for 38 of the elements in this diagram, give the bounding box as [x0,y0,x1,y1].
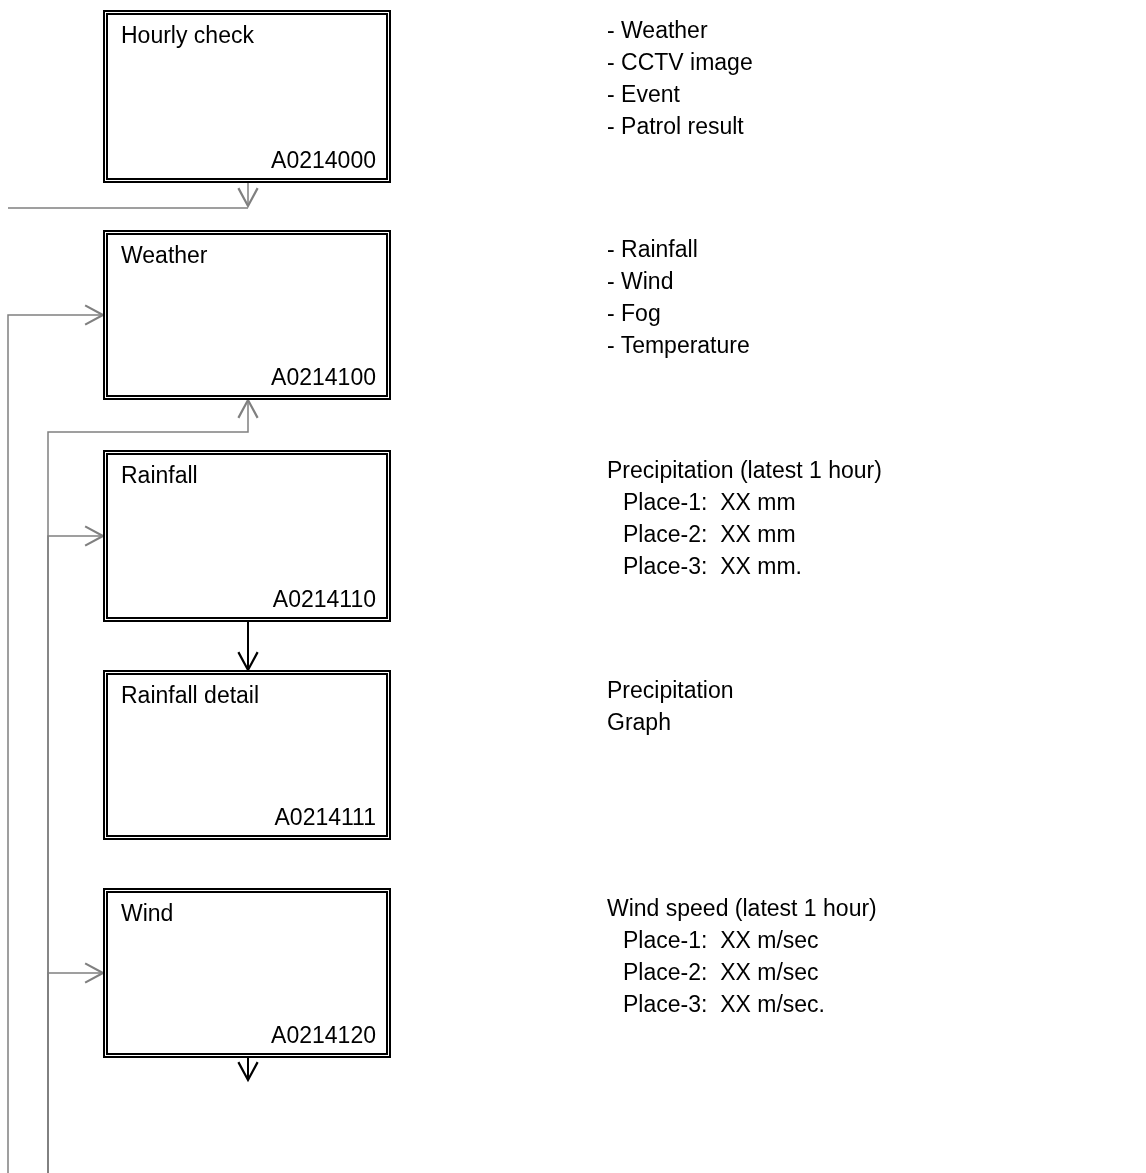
screen-box [103,10,391,183]
note-text: Place-2: XX m/sec [622,958,819,987]
arrow [237,182,259,208]
note-text: - Fog [607,299,661,328]
note-text: Place-1: XX m/sec [622,926,819,955]
arrow [237,621,259,672]
screen-title: Weather [121,241,208,269]
note-text: - Temperature [607,331,750,360]
screen-box [103,670,391,840]
screen-code: A0214000 [271,146,376,174]
note-text: - CCTV image [607,48,753,77]
arrow [237,1057,259,1082]
note-text: - Rainfall [607,235,698,264]
screen-code: A0214111 [274,803,376,831]
arrow [7,207,249,1173]
screen-code: A0214100 [271,363,376,391]
screen-box [103,230,391,400]
note-text: Wind speed (latest 1 hour) [607,894,877,923]
note-text: - Wind [607,267,674,296]
note-text: Place-2: XX mm [622,520,796,549]
screen-title: Rainfall detail [121,681,260,709]
screen-title: Rainfall [121,461,198,489]
arrow [47,962,105,1173]
note-text: - Weather [607,16,708,45]
screen-code: A0214120 [271,1021,376,1049]
note-text: Graph [607,708,671,737]
note-text: - Event [607,80,680,109]
note-text: Place-3: XX mm. [622,552,802,581]
screen-box [103,450,391,622]
note-text: Precipitation (latest 1 hour) [607,456,882,485]
screen-box [103,888,391,1058]
note-text: Place-1: XX mm [622,488,796,517]
note-text: Precipitation [607,676,734,705]
screen-title: Hourly check [121,21,254,49]
note-text: Place-3: XX m/sec. [622,990,825,1019]
screen-title: Wind [121,899,174,927]
note-text: - Patrol result [607,112,744,141]
screen-code: A0214110 [272,585,376,613]
